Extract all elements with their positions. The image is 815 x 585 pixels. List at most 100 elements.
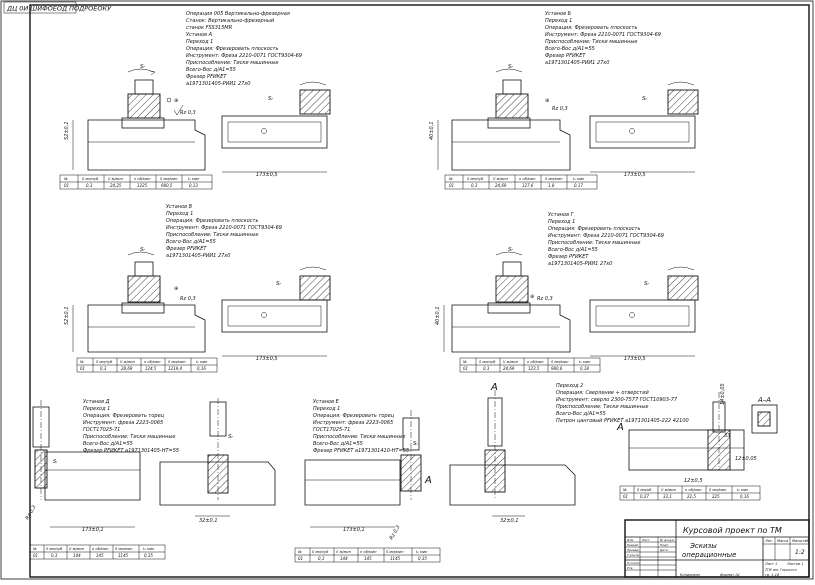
- op3-table: № S мм/зуб V м/мин n об/мин S мм/мин t₀ …: [76, 357, 218, 373]
- op5-td: 145: [96, 553, 104, 558]
- op2-note-line: Установ Б: [545, 11, 572, 17]
- title-block-subtitle: операционные: [682, 551, 736, 559]
- op1-note-line: Фрезер РFИКЕТ: [186, 74, 227, 80]
- op2-td: 24,69: [495, 183, 507, 188]
- op5-side-view: [159, 461, 276, 506]
- op5-td: 0,35: [144, 553, 153, 558]
- op6-th: S мм/зуб: [312, 550, 329, 554]
- op6-length-dim: 173±0,1: [343, 527, 365, 533]
- op5-feed-label-2: Sᵣ: [228, 434, 233, 440]
- op3-td: 0,3: [100, 366, 107, 371]
- op2-note-line: Операция: Фрезеровать плоскость: [545, 25, 637, 31]
- tb-org: ТПУ им. Горького: [765, 568, 797, 572]
- op3-roughness: Rz 0,3: [180, 296, 196, 302]
- op4-td: 24,69: [503, 366, 515, 371]
- op1-sketch: Операция 005 Вертикально-фрезерная Стано…: [59, 11, 331, 190]
- op3-note: Установ В Переход 1 Операция: Фрезероват…: [166, 204, 282, 259]
- op5-feed-label: Sᵣ: [53, 459, 58, 465]
- op7-th: V м/мин: [661, 488, 677, 492]
- op7-drilled-hole: [707, 429, 731, 471]
- op6-note-line: Приспособление: Тиски машинные: [313, 434, 405, 440]
- op1-roughness: Rz 0,3: [180, 110, 196, 116]
- tb-row-label: Н.контр.: [627, 561, 640, 565]
- tb-sheets: Листов 1: [786, 562, 803, 566]
- op3-note-line: Установ В: [166, 204, 193, 210]
- op3-th: t₀ мин: [196, 360, 208, 364]
- op1-note-line: Переход 1: [186, 39, 213, 45]
- svg-text:⊕: ⊕: [530, 294, 534, 300]
- op6-td: 144: [340, 556, 348, 561]
- op7-th: n об/мин: [685, 488, 702, 492]
- op3-td: 124,5: [145, 366, 157, 371]
- op5-table: № S мм/зуб V м/мин n об/мин S мм/мин t₀ …: [29, 544, 166, 560]
- op2-th: V м/мин: [493, 177, 509, 181]
- op7-workpiece: [628, 429, 745, 471]
- op3-note-line: Фрезер РFИКЕТ: [166, 246, 207, 252]
- op3-th: S мм/зуб: [96, 360, 113, 364]
- op1-td: 24,25: [110, 183, 122, 188]
- op7-td: 33,1: [663, 494, 672, 499]
- op5-th: №: [32, 547, 37, 551]
- op7-td: 0,16: [740, 494, 749, 499]
- title-block-title: Курсовой проект по ТМ: [683, 526, 782, 535]
- op3-cutter: [127, 275, 161, 303]
- op7-dim-3: 12±0,5: [684, 478, 703, 484]
- op6-note-line: Переход 1: [313, 406, 340, 412]
- op5-td: 144: [73, 553, 81, 558]
- op2-td: 0,17: [574, 183, 583, 188]
- svg-text:⊕: ⊕: [545, 98, 549, 104]
- op3-td: 28,69: [121, 366, 133, 371]
- op1-note-line: Станок: Вертикально-фрезерный: [186, 18, 275, 24]
- section-a-a: [751, 404, 778, 434]
- op7-th: №: [622, 488, 627, 492]
- op2-height-dim: 40±0,1: [429, 121, 435, 140]
- op2-cutter: [495, 93, 529, 119]
- op4-th: S мм/мин: [551, 360, 569, 364]
- op1-td: 01: [64, 183, 69, 188]
- op2-th: n об/мин: [519, 177, 536, 181]
- op4-note-line: Переход 1: [548, 219, 575, 225]
- op5-th: t₀ мин: [143, 547, 155, 551]
- op1-height-dim: 52±0,1: [64, 121, 70, 140]
- tb-scale: 1:2: [795, 549, 805, 556]
- op2-note: Установ Б Переход 1 Операция: Фрезероват…: [545, 11, 661, 66]
- op5-th: S мм/мин: [115, 547, 133, 551]
- section-marker-a: А: [616, 422, 624, 433]
- op2-note-line: а1971301405-РИИ1 27х0: [545, 60, 609, 66]
- op2-roughness: Rz 0,3: [552, 106, 568, 112]
- op2-td: 01: [449, 183, 454, 188]
- op7-th: S мм/мин: [709, 488, 727, 492]
- op7-dim-2: 14±0,05: [720, 383, 726, 405]
- op4-th: t₀ мин: [579, 360, 591, 364]
- op7-td: 22,5: [687, 494, 696, 499]
- op4-feed-label: Sᵣ: [508, 247, 513, 253]
- op6-th: n об/мин: [360, 550, 377, 554]
- op6-th: №: [297, 550, 302, 554]
- op1-cutter: [127, 93, 161, 119]
- op2-sketch: Установ Б Переход 1 Операция: Фрезероват…: [429, 11, 699, 190]
- op5-length-dim: 173±0,1: [82, 527, 104, 533]
- op1-note-line: станок FSS315MR: [186, 25, 232, 31]
- op1-note-line: Операция 005 Вертикально-фрезерная: [186, 11, 290, 17]
- op2-note-line: Переход 1: [545, 18, 572, 24]
- op2-td: 0,3: [471, 183, 478, 188]
- op7-td: 0,27: [640, 494, 649, 499]
- op6-table: № S мм/зуб V м/мин n об/мин S мм/мин t₀ …: [294, 547, 441, 563]
- op2-workpiece: [451, 119, 571, 171]
- op4-height-dim: 40±0,1: [435, 306, 441, 325]
- op1-workpiece: [87, 119, 206, 171]
- op5-sketch: Установ Д Переход 1 Операция: Фрезероват…: [25, 398, 276, 560]
- op1-feed-label: Sᵣ: [140, 64, 145, 70]
- tb-row-label: Изм.: [627, 538, 634, 542]
- op1-td: 980,5: [161, 183, 173, 188]
- op1-table: № S мм/зуб V м/мин n об/мин S мм/мин t₀ …: [59, 174, 213, 190]
- op7-note: Переход 2 Операция: Сверление + отверсти…: [556, 383, 689, 424]
- op3-height-dim: 52±0,1: [64, 306, 70, 325]
- op4-td: 01: [463, 366, 468, 371]
- tb-row-label: Дата: [659, 548, 668, 552]
- op4-note-line: Установ Г: [548, 212, 575, 218]
- tb-row-label: № докум.: [659, 538, 675, 542]
- op4-length-dim: 173±0,5: [624, 356, 646, 362]
